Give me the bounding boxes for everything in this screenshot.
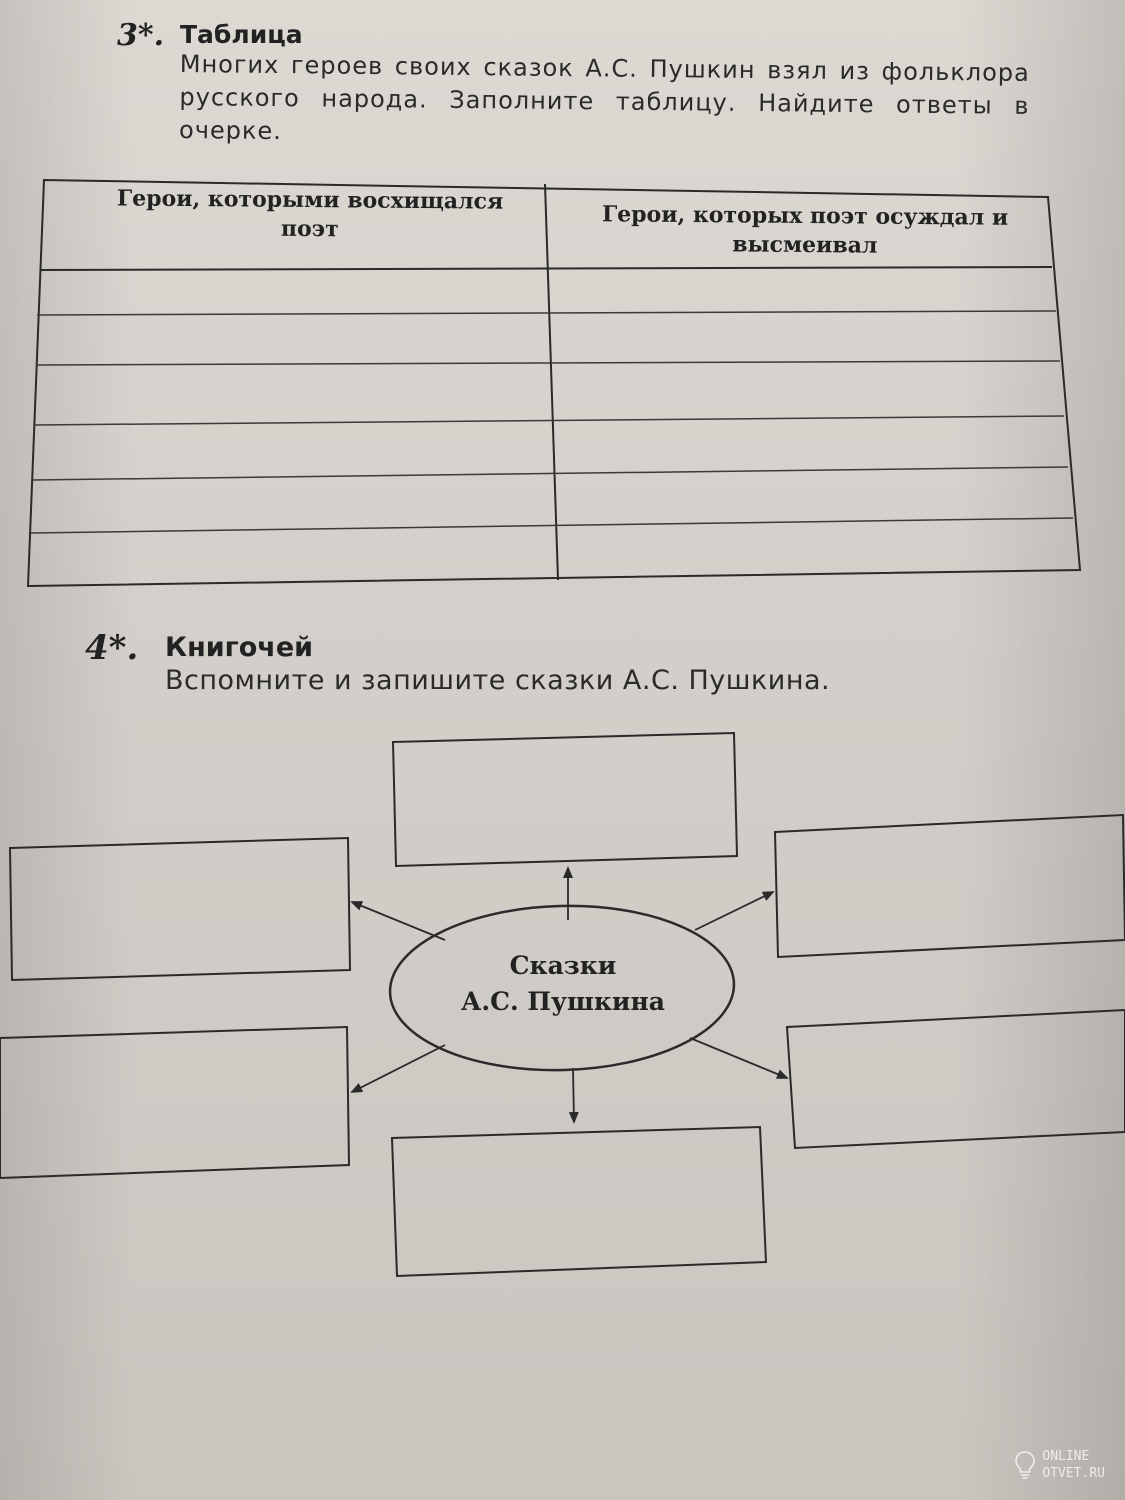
task3-title: Таблица (180, 20, 303, 49)
center-label: Сказки А.С. Пушкина (393, 948, 733, 1020)
watermark-line1: ONLINE (1042, 1449, 1090, 1464)
table-row-line (30, 517, 1074, 534)
watermark-line2: OTVET.RU (1042, 1466, 1105, 1481)
table-row-line (32, 466, 1069, 481)
table-column-divider (544, 183, 559, 581)
task3-number: 3*. (117, 18, 165, 53)
answer-box-left-upper (8, 836, 352, 982)
arrow-to-right-lower (689, 1037, 789, 1079)
answer-box-top (391, 731, 739, 868)
lightbulb-icon (1015, 1451, 1036, 1479)
site-watermark: ONLINE OTVET.RU (1014, 1448, 1105, 1482)
answer-box-right-lower (785, 1008, 1125, 1150)
table-row-line (36, 310, 1057, 316)
center-label-line2: А.С. Пушкина (461, 987, 665, 1016)
table-row-line (35, 360, 1061, 366)
arrow-to-left-upper (350, 901, 446, 941)
center-ellipse (388, 904, 736, 1072)
table-row-line (34, 415, 1065, 426)
answer-box-left-lower (0, 1025, 351, 1180)
task3-table (26, 178, 1082, 588)
table-header-line (39, 266, 1053, 271)
answer-box-right-upper (773, 813, 1125, 959)
task4-number: 4*. (85, 628, 139, 668)
center-label-line1: Сказки (509, 951, 617, 980)
task4-title: Книгочей (165, 632, 314, 663)
answer-box-bottom (390, 1125, 768, 1278)
arrow-to-left-lower (350, 1044, 446, 1093)
arrow-to-bottom (568, 1067, 579, 1124)
table-border (26, 178, 1082, 588)
task4-instructions: Вспомните и запишите сказки А.С. Пушкина… (165, 665, 831, 696)
arrow-to-right-upper (694, 891, 775, 931)
